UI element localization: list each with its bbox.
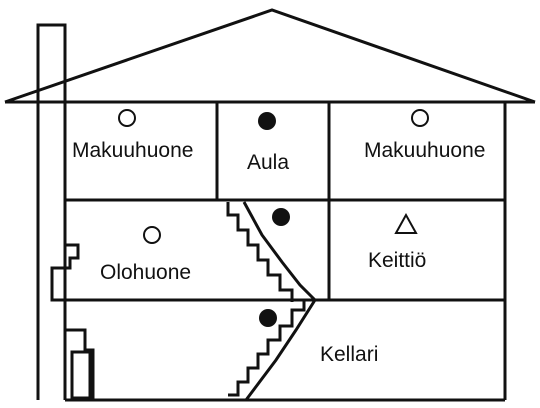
staircase-upper-side <box>242 201 317 302</box>
room-label-kitchen: Keittiö <box>368 249 427 272</box>
heat-detector-kitchen-icon <box>394 212 418 234</box>
roof <box>4 8 536 104</box>
room-label-hall: Aula <box>247 151 290 174</box>
smoke-detector-living-room-icon <box>143 226 161 244</box>
room-label-living-room: Olohuone <box>100 261 192 284</box>
staircase-upper <box>226 202 294 302</box>
staircase-lower-side <box>244 299 317 401</box>
room-label-bedroom-right: Makuuhuone <box>364 139 486 162</box>
room-label-basement: Kellari <box>320 343 379 366</box>
furnace <box>70 350 92 400</box>
smoke-detector-stair-icon <box>272 208 290 226</box>
smoke-detector-bedroom-left-icon <box>118 109 136 127</box>
smoke-detector-bedroom-right-icon <box>411 109 429 127</box>
smoke-detector-hall-icon <box>258 112 276 130</box>
staircase-lower <box>228 300 306 397</box>
smoke-detector-basement-icon <box>259 309 277 327</box>
fireplace <box>50 243 95 400</box>
room-label-bedroom-left: Makuuhuone <box>72 139 194 162</box>
